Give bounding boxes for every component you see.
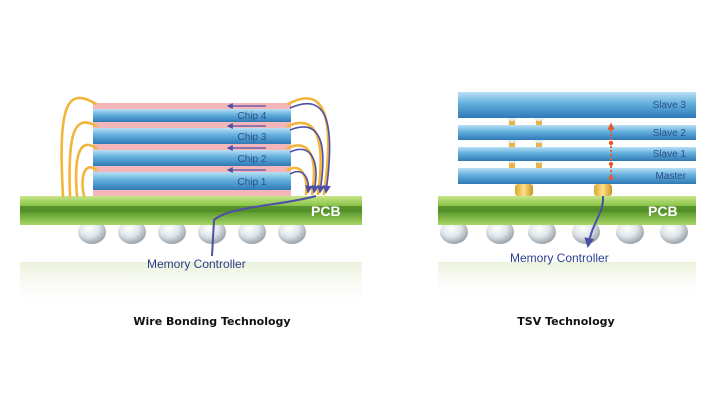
pcb-label: PCB bbox=[311, 203, 341, 219]
tsv-solder-balls bbox=[440, 220, 688, 244]
chip-signal-arrows bbox=[226, 103, 266, 173]
wire-bonding-pcb bbox=[20, 196, 362, 225]
tsv-layer-label: Master bbox=[655, 171, 686, 182]
controller-signal-path bbox=[211, 195, 317, 257]
chip-label: Chip 1 bbox=[238, 177, 267, 188]
chip-label: Chip 2 bbox=[238, 154, 267, 165]
wire-bonding-diagram: Chip 4 Chip 3 Chip 2 Chip 1 PCB Memo bbox=[20, 96, 362, 328]
chip-label: Chip 4 bbox=[238, 111, 267, 122]
left-bond-wires bbox=[60, 96, 98, 198]
tsv-caption: TSV Technology bbox=[517, 315, 614, 328]
wire-bonding-reflection bbox=[20, 262, 362, 308]
tsv-layer-label: Slave 2 bbox=[653, 128, 687, 139]
tsv-diagram: Slave 3 Slave 2 Slave 1 Master PCB Memor… bbox=[438, 92, 696, 328]
wire-bonding-chip-stack bbox=[93, 103, 291, 196]
tsv-memory-controller-label: Memory Controller bbox=[510, 251, 609, 265]
tsv-pcb-label: PCB bbox=[648, 203, 678, 219]
chip-label: Chip 3 bbox=[238, 132, 267, 143]
wire-bonding-caption: Wire Bonding Technology bbox=[133, 315, 290, 328]
tsv-layer-label: Slave 1 bbox=[653, 149, 687, 160]
tsv-signal-dots bbox=[608, 140, 614, 181]
tsv-pcb bbox=[438, 196, 696, 225]
through-silicon-vias bbox=[507, 115, 544, 170]
signal-wires bbox=[289, 102, 331, 194]
tsv-controller-path bbox=[584, 195, 605, 248]
wire-bonding-solder-balls bbox=[78, 220, 306, 244]
tsv-layer-stack bbox=[458, 92, 696, 184]
memory-controller-label: Memory Controller bbox=[147, 257, 246, 271]
micro-bumps bbox=[515, 184, 612, 196]
tsv-reflection bbox=[438, 262, 696, 298]
tsv-layer-label: Slave 3 bbox=[653, 100, 687, 111]
